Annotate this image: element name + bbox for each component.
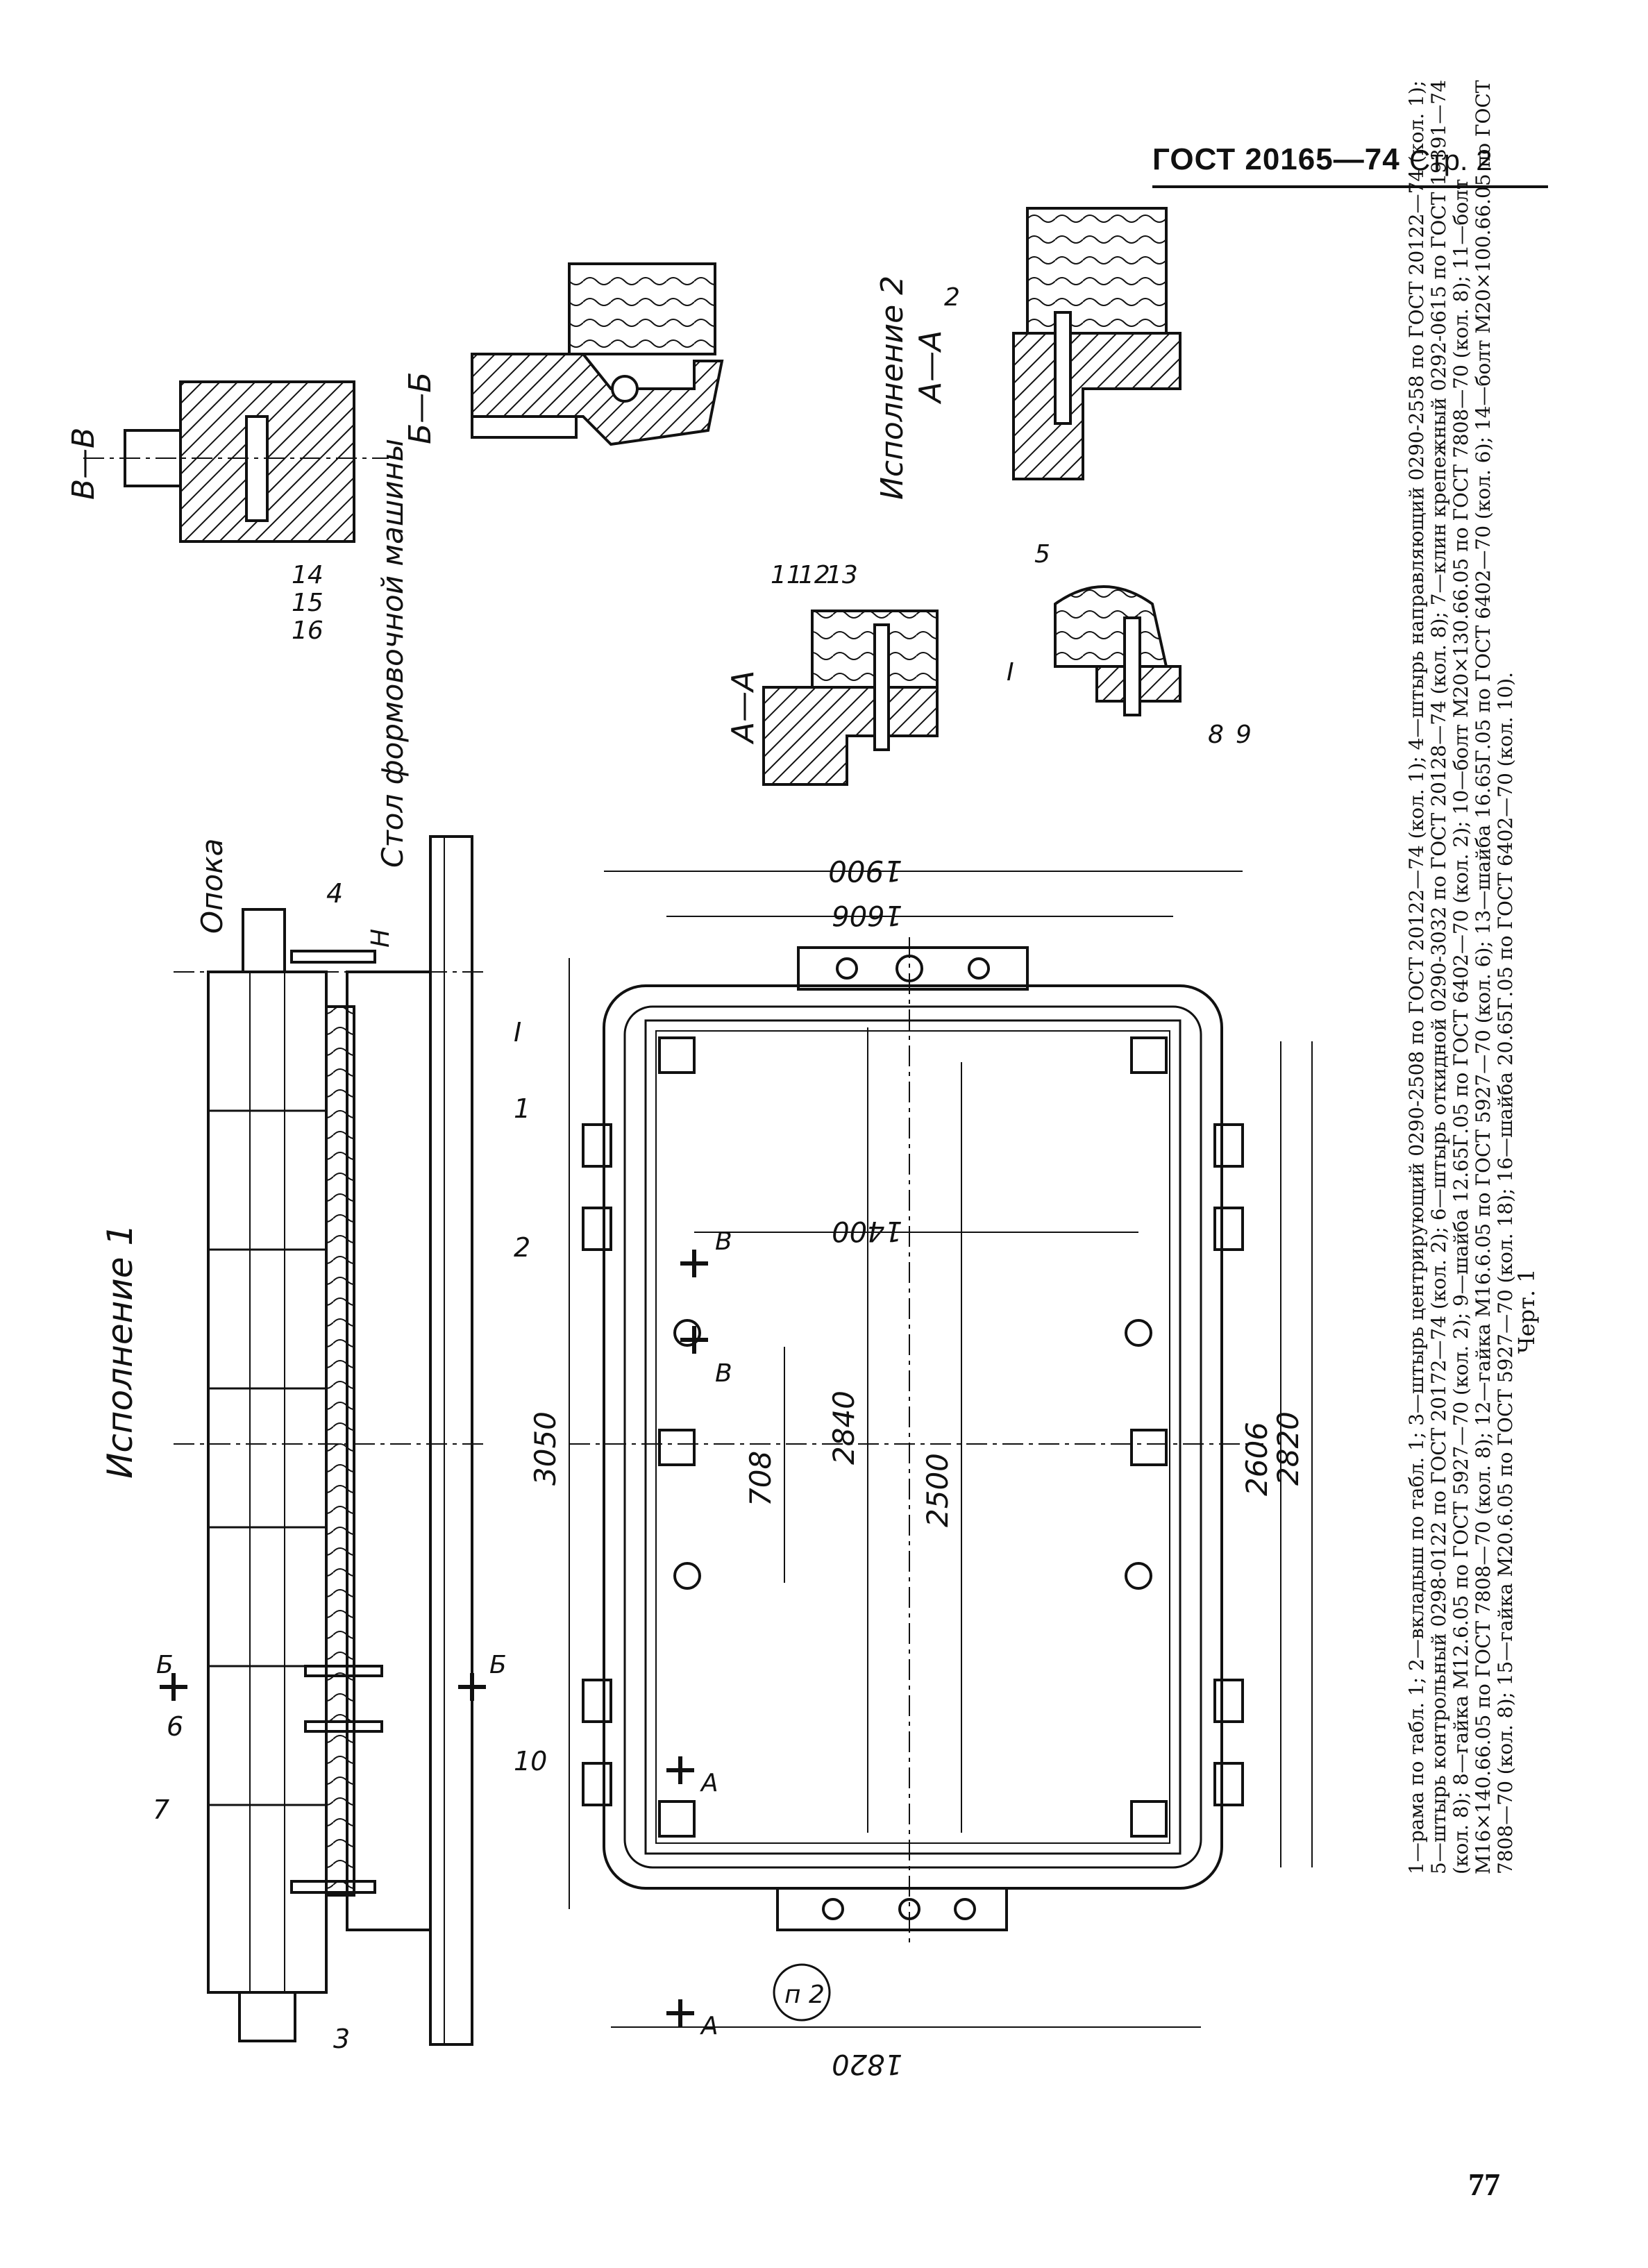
frame-outline-inner [644,1019,1182,1855]
part-3: 3 [333,2024,350,2054]
caption-line-5: 7808—70 (кол. 8); 15—гайка М20.6.05 по Г… [1494,672,1517,1874]
cut-mark-letters: Б Б В В А А [156,1227,732,2040]
v2-2: 2 [944,283,960,312]
flask-label: Опока [195,839,229,934]
caption-line-4: М16×140.66.05 по ГОСТ 7808—70 (кол. 8); … [1472,80,1495,1874]
cut-marks [160,1250,708,2027]
cut-mark-b-1: Б [156,1651,174,1679]
det-9: 9 [1236,721,1252,749]
variant-1-side-view [174,835,486,2046]
part-1: 1 [514,1093,530,1124]
variant-2-title: Исполнение 2 [875,276,910,500]
dim-1400: 1400 [832,1215,902,1247]
flask-body [207,971,328,1994]
dim-708: 708 [743,1451,777,1506]
dim-2820: 2820 [1271,1411,1305,1486]
figure-label: Черт. 1 [1513,1268,1540,1354]
vv-16: 16 [292,616,323,645]
section-aa-1-view [762,610,939,786]
cut-mark-v-2: В [715,1359,732,1388]
variant-2-section-view [1012,207,1182,480]
aa-11: 11 [771,561,802,589]
det-8: 8 [1208,721,1224,749]
dim-1820: 1820 [832,2048,902,2080]
section-aa-1-title: А—А [725,671,761,745]
plan-view-frame [569,871,1313,2028]
table-label: Стол формовочной машины [376,439,410,868]
caption-block: 1—рама по табл. 1; 2—вкладыш по табл. 1;… [1405,80,1540,1874]
page-number: 77 [1468,2167,1500,2202]
dim-2840: 2840 [827,1391,861,1465]
vv-14: 14 [292,561,323,589]
part-2: 2 [514,1232,530,1263]
part-4: 4 [326,878,343,909]
frame-1 [346,971,432,1931]
detail-i-view [1054,585,1182,716]
dim-2500: 2500 [920,1453,955,1527]
detail-i-ref: I [514,1017,521,1048]
n2-marker: п 2 [784,1981,825,2009]
section-vv-title: В—В [66,428,101,500]
section-bb-title: Б—Б [403,372,438,444]
variant-1-title: Исполнение 1 [100,1224,140,1479]
det-i: I [1007,658,1014,687]
page-reference: Стр. 2 [1409,144,1493,176]
part-6: 6 [167,1711,183,1742]
part-7: 7 [153,1795,169,1825]
frame-outline-outer [603,984,1223,1890]
dim-2606: 2606 [1240,1422,1274,1496]
machine-table [429,835,473,2046]
section-bb-view [471,262,724,446]
section-aa-2-title: А—А [913,330,948,405]
aa-12: 12 [798,561,830,589]
vv-15: 15 [292,589,323,617]
dim-1900: 1900 [828,854,902,888]
dim-1606: 1606 [832,899,902,931]
caption-line-1: 1—рама по табл. 1; 2—вкладыш по табл. 1;… [1405,81,1428,1874]
cut-mark-v-1: В [715,1227,732,1256]
caption-line-3: (кол. 8); 8—гайка М12.6.05 по ГОСТ 5927—… [1449,179,1472,1874]
det-5: 5 [1034,540,1050,569]
dim-3050: 3050 [528,1411,562,1486]
cut-mark-b-2: Б [489,1651,507,1679]
page-header: ГОСТ 20165—74 Стр. 2 [1069,142,1555,191]
flask-handle-top [242,908,286,973]
dim-h: Н [367,929,395,948]
standard-number: ГОСТ 20165—74 [1152,142,1400,176]
part-10: 10 [514,1746,547,1776]
cut-mark-a-1: А [700,1769,718,1797]
flask-handle-bottom [238,1991,296,2042]
section-vv-view [83,380,389,543]
header-rule [1152,185,1548,188]
caption-line-2: 5—штырь контрольный 0298-0122 по ГОСТ 20… [1427,80,1450,1874]
aa-13: 13 [826,561,858,589]
cut-mark-a-2: А [700,2012,718,2040]
liner-2 [325,1005,355,1897]
drawing-labels: Исполнение 1 Исполнение 2 Опока Стол фор… [66,276,1305,2080]
